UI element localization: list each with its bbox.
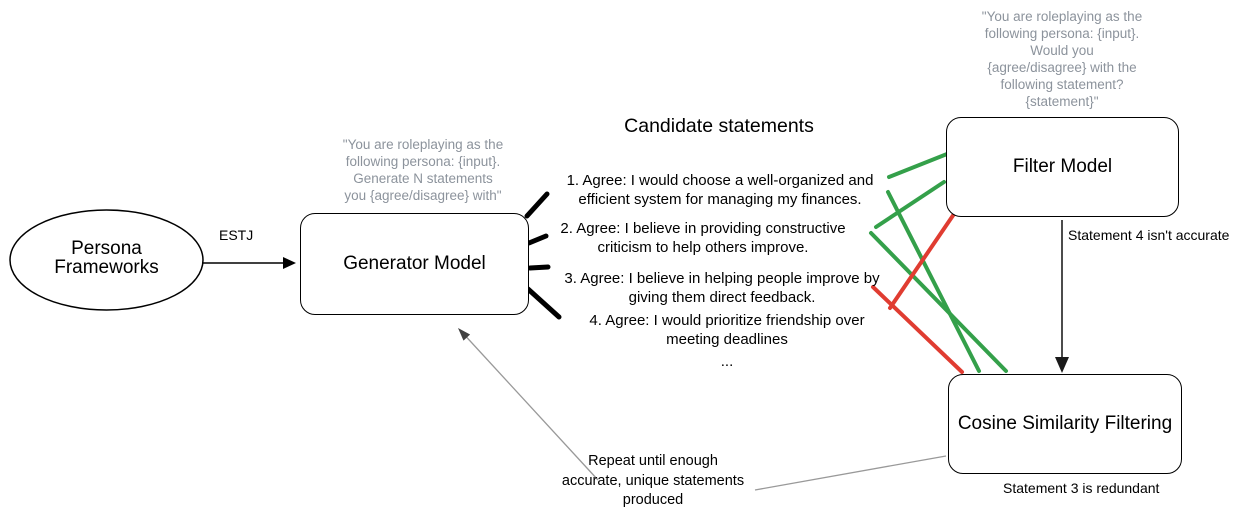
persona-frameworks-ellipse xyxy=(9,209,204,311)
candidate-statement-4: 4. Agree: I would prioritize friendship … xyxy=(589,312,865,348)
repeat-loop-arrowhead xyxy=(458,328,471,341)
cosine-annotation: Statement 3 is redundant xyxy=(1003,480,1160,496)
generator-output-ticks xyxy=(524,191,562,320)
generator-model-node: Generator Model xyxy=(300,213,529,315)
persona-to-generator-arrow xyxy=(202,257,296,269)
cosine-similarity-label: Cosine Similarity Filtering xyxy=(957,413,1173,434)
filter-model-label: Filter Model xyxy=(1012,156,1113,177)
persona-frameworks-label: Persona Frameworks xyxy=(54,238,159,278)
edge-stmt1-to-cosine-accept xyxy=(886,190,981,373)
filter-annotation: Statement 4 isn't accurate xyxy=(1068,227,1230,243)
candidate-statements-ellipsis: ... xyxy=(720,353,734,370)
generator-prompt-text: "You are roleplaying as the following pe… xyxy=(342,137,504,203)
candidate-statement-1: 1. Agree: I would choose a well-organize… xyxy=(566,172,874,208)
candidate-statement-3: 3. Agree: I believe in helping people im… xyxy=(564,270,880,306)
estj-edge-label: ESTJ xyxy=(219,227,254,243)
persona-to-generator-arrowhead xyxy=(283,257,296,269)
candidate-statement-2: 2. Agree: I believe in providing constru… xyxy=(560,220,846,256)
repeat-loop-label: Repeat until enough accurate, unique sta… xyxy=(561,453,745,508)
filter-to-cosine-arrow xyxy=(1055,220,1069,373)
edge-filter-to-stmt4-reject xyxy=(888,212,956,310)
edge-stmt2-to-cosine-accept xyxy=(869,231,1008,373)
candidate-statements-title: Candidate statements xyxy=(624,115,814,137)
edge-stmt2-to-filter-accept xyxy=(874,180,946,229)
cosine-similarity-node: Cosine Similarity Filtering xyxy=(948,374,1182,474)
edge-stmt3-to-cosine-reject xyxy=(871,285,964,374)
filter-model-node: Filter Model xyxy=(946,117,1179,217)
generator-model-label: Generator Model xyxy=(343,253,486,274)
filter-to-cosine-arrowhead xyxy=(1055,357,1069,373)
filter-prompt-text: "You are roleplaying as the following pe… xyxy=(981,9,1143,109)
repeat-loop-arrow xyxy=(458,328,947,491)
edge-stmt1-to-filter-accept xyxy=(887,152,949,179)
